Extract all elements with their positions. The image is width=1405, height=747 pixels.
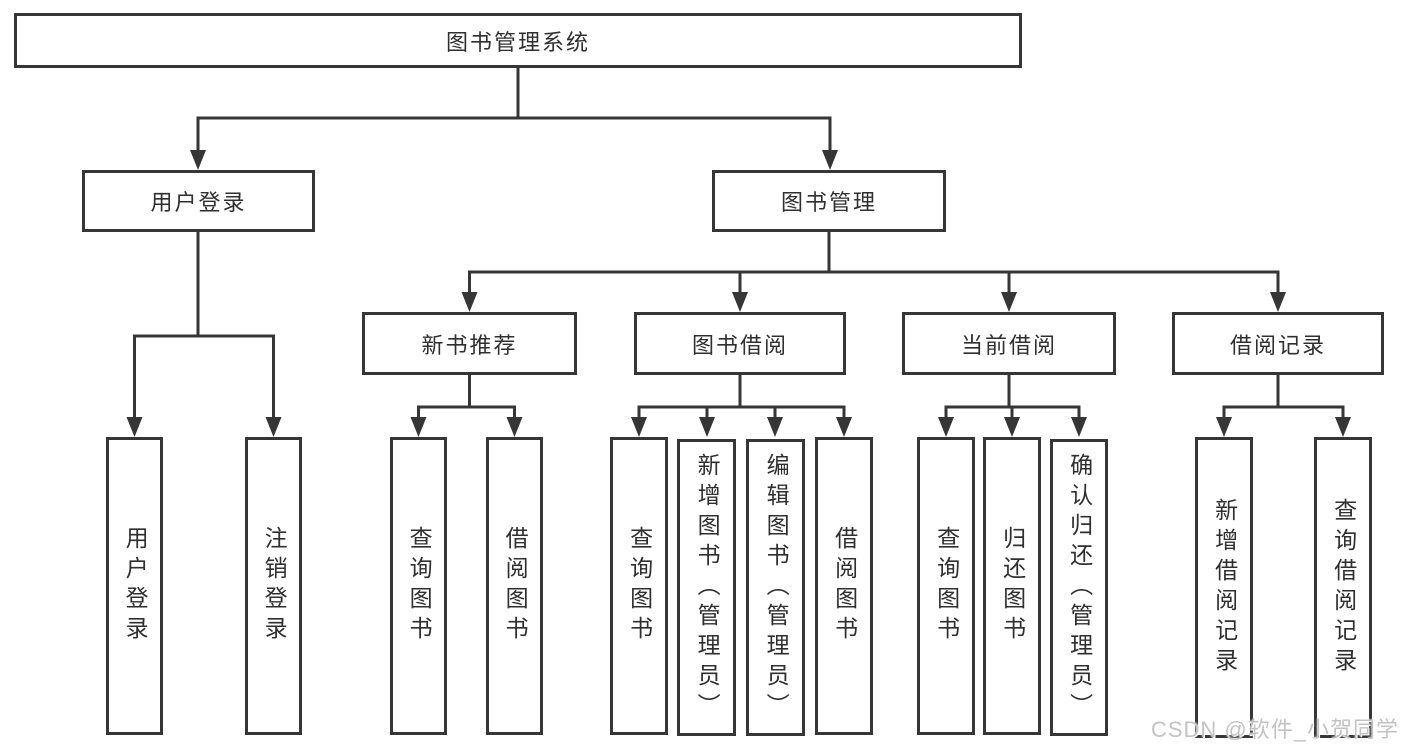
connector-borrow-records-children <box>1216 373 1351 437</box>
node-root-system: 图书管理系统 <box>14 13 1022 68</box>
arrowhead <box>938 417 954 437</box>
leaf-confirm-return-admin: 确认归还（管理员） <box>1050 439 1108 736</box>
leaf-query-borrow-record: 查询借阅记录 <box>1314 437 1372 738</box>
arrowhead <box>699 417 715 437</box>
leaf-add-borrow-record: 新增借阅记录 <box>1195 437 1253 738</box>
leaf-query-books-current: 查询图书 <box>917 437 975 735</box>
leaf-borrow-books-recommend: 借阅图书 <box>486 437 543 735</box>
leaf-return-book: 归还图书 <box>983 437 1041 735</box>
arrowhead <box>1004 417 1020 437</box>
arrowhead <box>1071 417 1087 437</box>
node-user-login: 用户登录 <box>82 170 315 232</box>
arrowhead <box>1335 417 1351 437</box>
connector-current-borrowing-children <box>938 373 1087 437</box>
arrowhead <box>410 417 427 437</box>
arrowhead <box>631 417 647 437</box>
leaf-user-login: 用户登录 <box>106 437 163 735</box>
connector-new-book-recommend-children <box>410 373 523 437</box>
leaf-borrow-books-borrowing: 借阅图书 <box>815 437 873 735</box>
arrowhead <box>265 417 282 437</box>
node-current-borrowing: 当前借阅 <box>902 312 1116 375</box>
leaf-query-books-recommend: 查询图书 <box>390 437 447 735</box>
arrowhead <box>506 417 523 437</box>
arrowhead <box>836 417 852 437</box>
arrowhead <box>126 417 143 437</box>
arrowhead <box>732 292 748 312</box>
arrowhead <box>461 292 478 312</box>
arrowhead <box>767 417 783 437</box>
leaf-query-books-borrowing: 查询图书 <box>610 437 668 735</box>
leaf-logout: 注销登录 <box>245 437 302 735</box>
arrowhead <box>1216 417 1232 437</box>
arrowhead <box>190 150 206 170</box>
connector-book-borrowing-children <box>631 373 852 437</box>
leaf-add-book-admin: 新增图书（管理员） <box>677 439 736 736</box>
arrowhead <box>822 150 838 170</box>
node-borrow-records: 借阅记录 <box>1172 312 1384 375</box>
node-new-book-recommend: 新书推荐 <box>362 312 577 375</box>
node-book-borrowing: 图书借阅 <box>634 312 846 375</box>
connector-root-to-level2 <box>190 66 838 170</box>
connector-user-login-children <box>126 230 282 437</box>
connector-book-management-children <box>461 230 1286 312</box>
leaf-edit-book-admin: 编辑图书（管理员） <box>746 439 805 736</box>
node-book-management: 图书管理 <box>712 170 946 232</box>
arrowhead <box>1270 292 1286 312</box>
arrowhead <box>1001 292 1017 312</box>
